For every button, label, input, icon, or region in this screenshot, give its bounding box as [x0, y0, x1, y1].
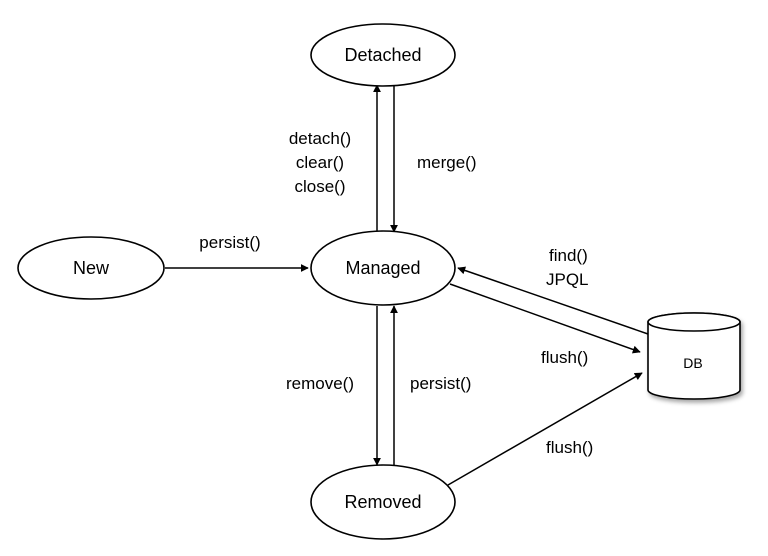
node-detached: Detached	[310, 23, 456, 87]
node-db	[647, 312, 741, 400]
edge-db-to-managed	[457, 266, 649, 335]
node-new: New	[17, 236, 165, 300]
edge-label-detach: detach()	[289, 129, 351, 148]
edge-label-merge: merge()	[417, 153, 477, 172]
edge-label-flush-managed: flush()	[541, 348, 588, 367]
edge-label-persist-removed: persist()	[410, 374, 471, 393]
edge-managed-to-db	[449, 283, 641, 354]
node-new-label: New	[73, 258, 110, 278]
edge-label-remove: remove()	[286, 374, 354, 393]
edge-label-flush-removed: flush()	[546, 438, 593, 457]
edge-label-close: close()	[294, 177, 345, 196]
edge-removed-to-db	[447, 372, 643, 486]
node-db-label: DB	[683, 355, 702, 371]
node-managed: Managed	[310, 230, 456, 306]
node-removed: Removed	[310, 464, 456, 540]
edge-label-persist-new: persist()	[199, 233, 260, 252]
edge-label-clear: clear()	[296, 153, 344, 172]
edge-label-find: find()	[549, 246, 588, 265]
node-removed-label: Removed	[344, 492, 421, 512]
node-detached-label: Detached	[344, 45, 421, 65]
node-managed-label: Managed	[345, 258, 420, 278]
edge-label-jpql: JPQL	[546, 270, 589, 289]
